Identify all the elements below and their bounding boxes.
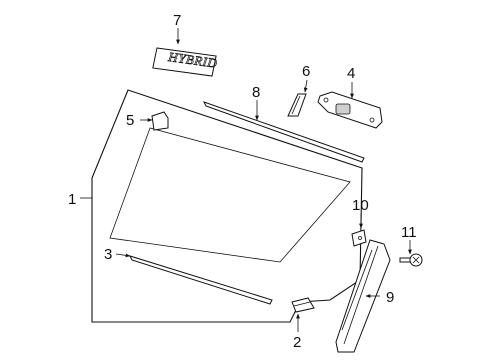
molding-clip — [291, 297, 315, 313]
leader-lines — [80, 28, 412, 332]
mirror-mount-bracket — [317, 91, 383, 129]
callout-8: 8 — [252, 84, 260, 101]
bracket-clip — [151, 111, 169, 131]
leader-3 — [115, 253, 131, 258]
callout-10: 10 — [352, 197, 369, 214]
lower-molding-strip — [129, 255, 273, 305]
sensor-clip — [287, 93, 307, 117]
leader-6 — [303, 79, 308, 93]
callout-4: 4 — [347, 65, 355, 82]
pillar-garnish-molding — [335, 239, 391, 353]
push-pin-fastener — [399, 253, 423, 267]
hybrid-badge: HYBRID — [152, 47, 219, 77]
callout-5: 5 — [126, 112, 134, 129]
callout-11: 11 — [401, 224, 417, 241]
upper-molding-strip — [203, 101, 365, 163]
callout-3: 3 — [104, 246, 112, 263]
callout-1: 1 — [68, 191, 76, 208]
callout-9: 9 — [386, 289, 394, 306]
callout-6: 6 — [302, 63, 310, 80]
callout-2: 2 — [293, 334, 301, 351]
retainer-clip — [351, 229, 367, 247]
callout-7: 7 — [173, 12, 181, 29]
callout-labels: 1 2 3 4 5 6 7 8 9 10 11 — [68, 12, 417, 351]
hybrid-badge-text: HYBRID — [167, 49, 219, 71]
